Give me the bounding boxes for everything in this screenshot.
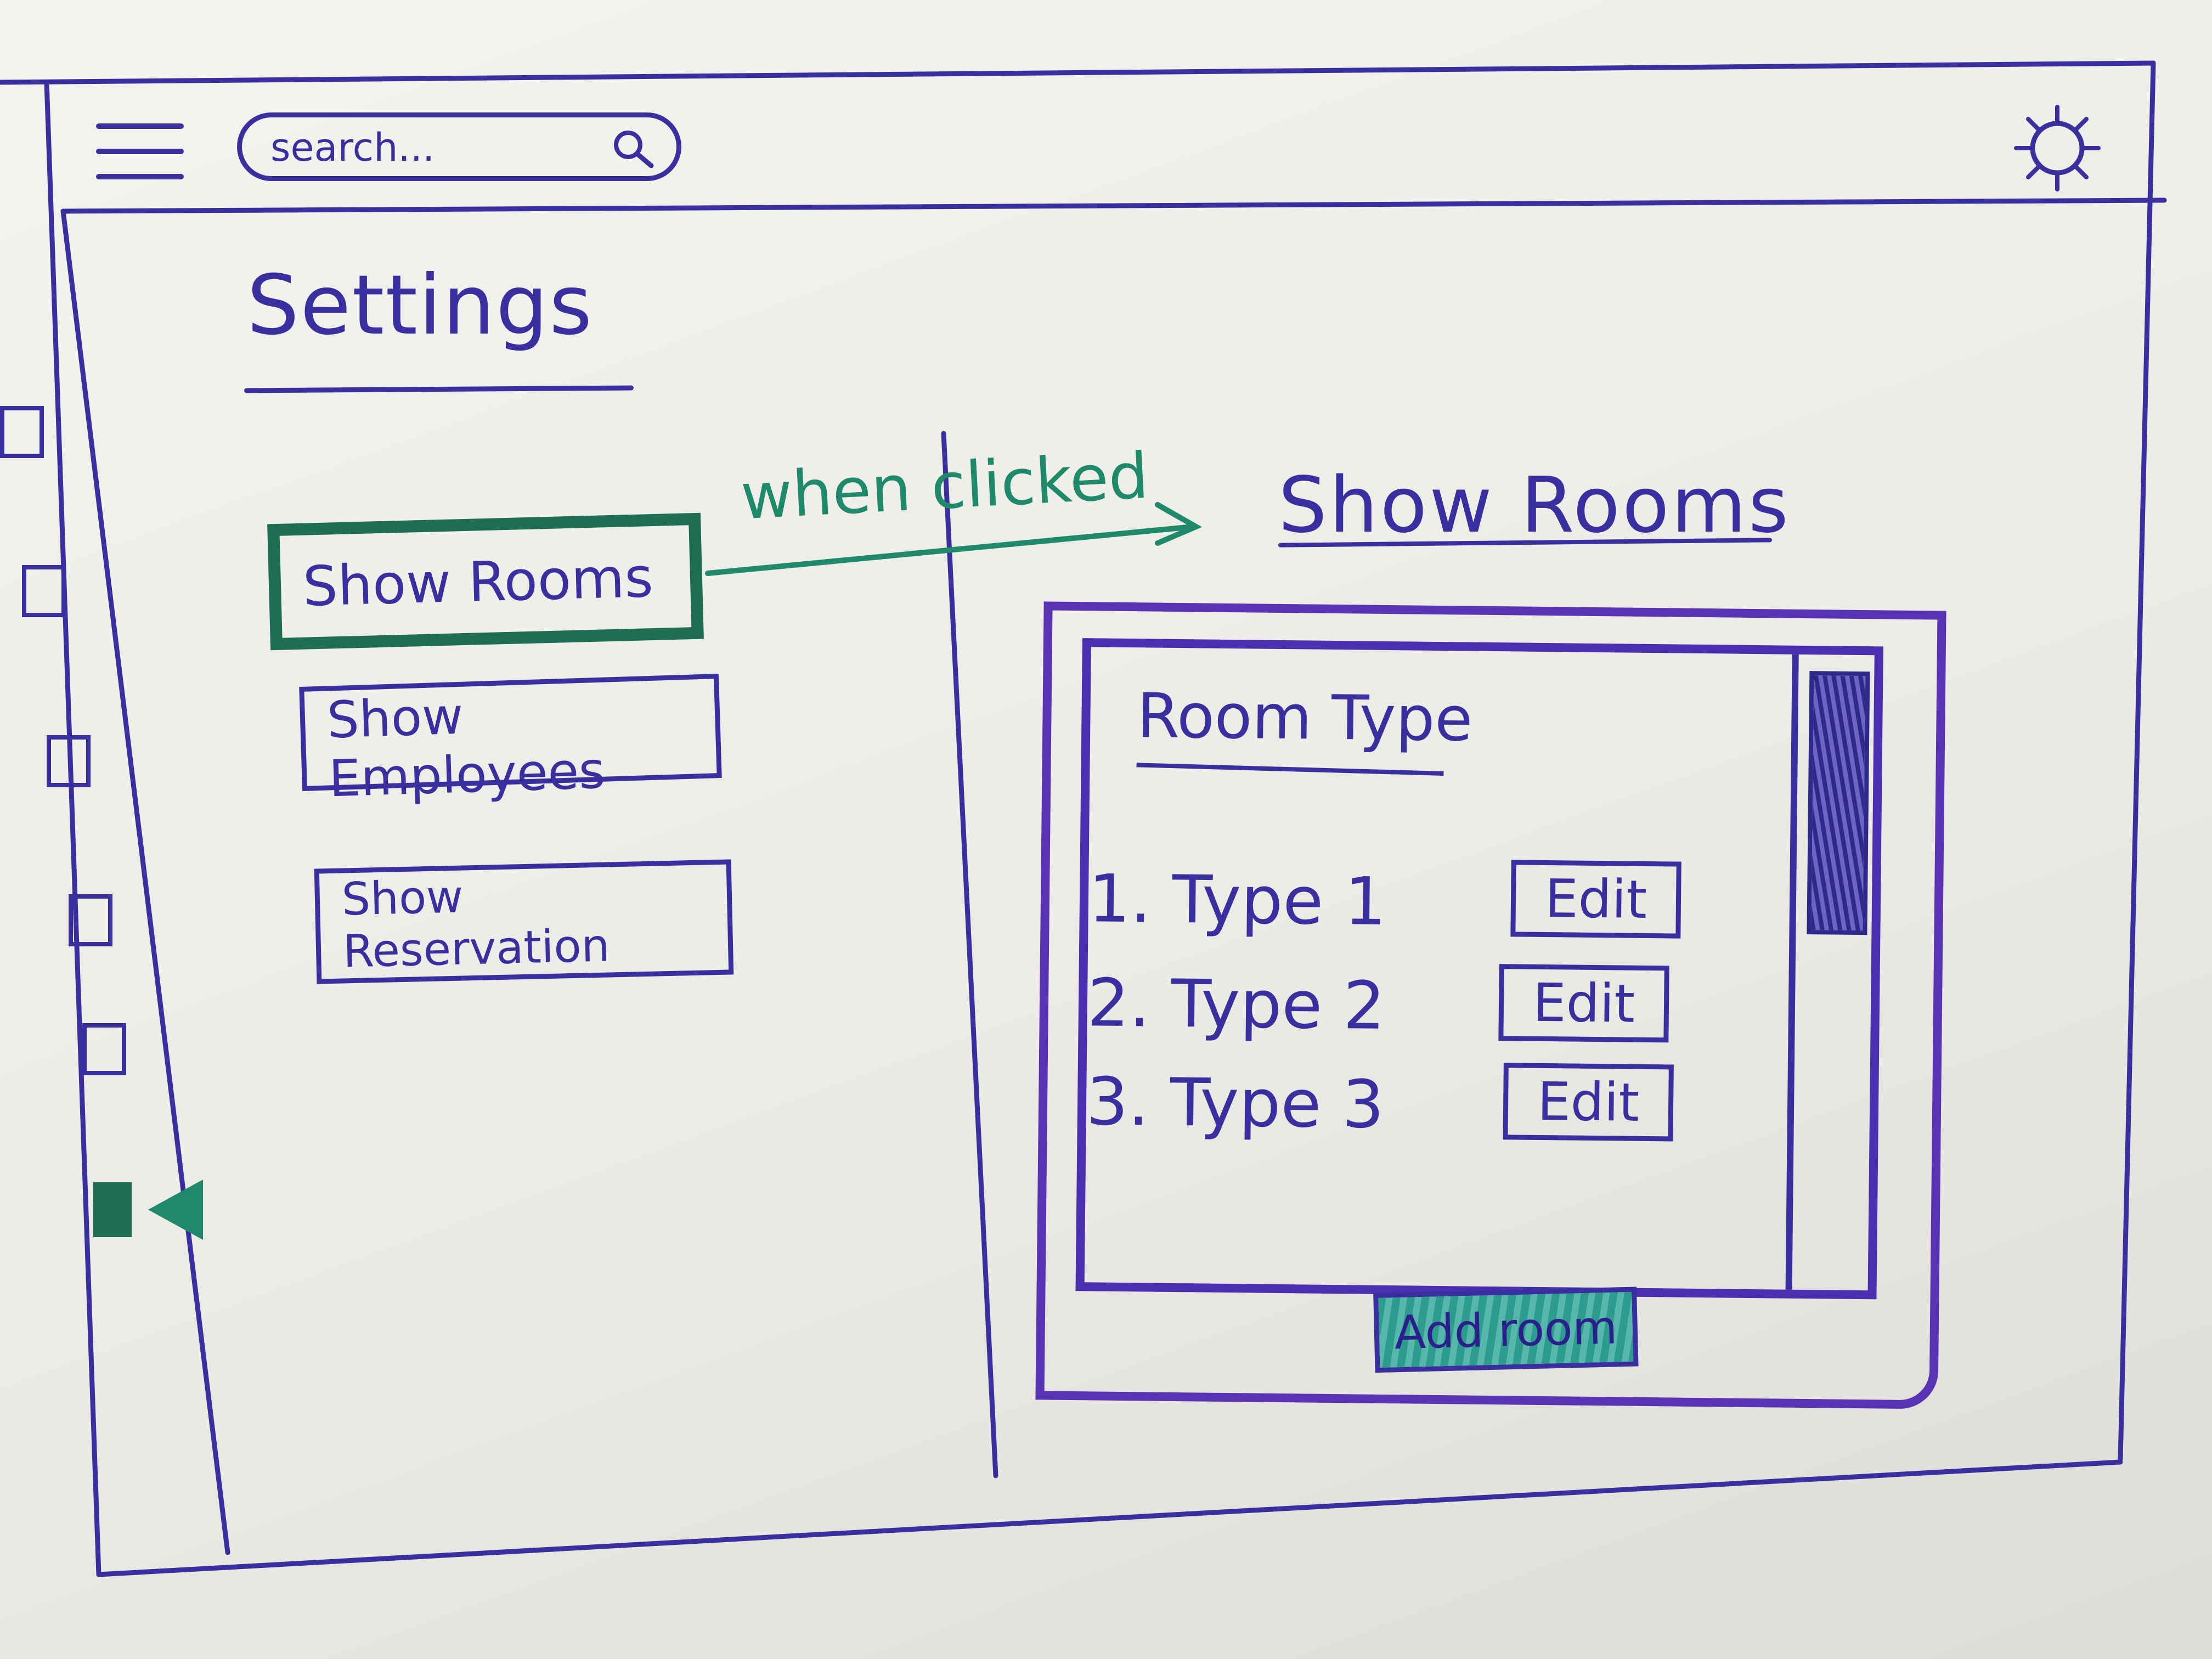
active-marker-icon[interactable] [93, 1174, 230, 1245]
room-type-label: 1. Type 1 [1088, 861, 1387, 940]
search-bar[interactable] [237, 112, 681, 181]
gear-icon[interactable] [2011, 101, 2104, 195]
list-item: 2. Type 2 Edit [1087, 960, 1746, 1049]
room-type-underline [1136, 763, 1444, 776]
edit-button[interactable]: Edit [1498, 964, 1669, 1043]
hamburger-menu-icon[interactable] [96, 123, 184, 184]
show-employees-button[interactable]: Show Employees [299, 674, 722, 808]
window-right-border [2118, 60, 2156, 1462]
sidebar-box-icon[interactable] [0, 406, 44, 458]
search-input[interactable] [269, 125, 601, 170]
page-title: Settings [247, 258, 594, 353]
annotation-arrow [705, 524, 1196, 576]
list-item: 1. Type 1 Edit [1088, 855, 1747, 945]
room-type-label: 3. Type 3 [1086, 1064, 1385, 1143]
edit-button[interactable]: Edit [1510, 860, 1681, 939]
sidebar-box-icon[interactable] [22, 565, 66, 617]
sidebar-box-icon[interactable] [47, 735, 91, 787]
window-bottom-border [96, 1459, 2123, 1577]
room-type-heading: Room Type [1136, 680, 1473, 755]
panel-heading: Show Rooms [1278, 461, 1791, 550]
sidebar-divider [60, 208, 230, 1555]
scrollbar[interactable] [1785, 654, 1875, 1291]
show-rooms-button[interactable]: Show Rooms [267, 512, 704, 651]
annotation-arrowhead [1155, 502, 1203, 546]
show-reservation-button[interactable]: Show Reservation [314, 859, 734, 984]
sidebar-box-icon[interactable] [69, 894, 112, 946]
window-top-border [0, 60, 2156, 85]
rooms-dialog: Room Type 1. Type 1 Edit 2. Type 2 Edit … [1035, 601, 1946, 1409]
window-left-border [44, 80, 101, 1577]
add-room-button[interactable]: Add room [1373, 1286, 1639, 1373]
panel-divider [941, 431, 998, 1479]
list-item: 3. Type 3 Edit [1086, 1058, 1745, 1148]
scrollbar-thumb[interactable] [1807, 671, 1870, 935]
header-divider [60, 198, 2167, 214]
room-type-label: 2. Type 2 [1087, 965, 1386, 1045]
room-list: Room Type 1. Type 1 Edit 2. Type 2 Edit … [1075, 638, 1883, 1300]
edit-button[interactable]: Edit [1503, 1063, 1674, 1142]
search-icon[interactable] [611, 127, 654, 171]
sidebar-box-icon[interactable] [82, 1023, 126, 1075]
